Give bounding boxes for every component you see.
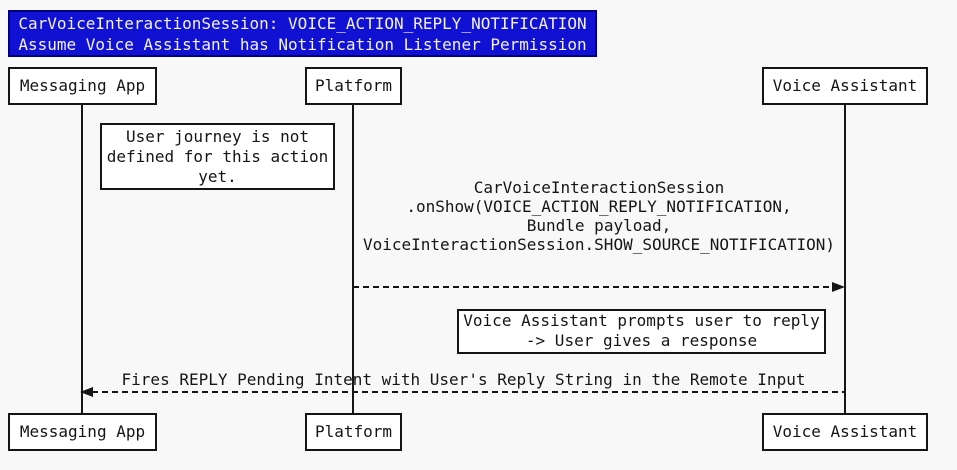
actor-top-messaging-app: Messaging App (8, 67, 157, 105)
note-user-journey: User journey is not defined for this act… (100, 123, 335, 190)
note-line: User journey is not (125, 127, 310, 146)
actor-label: Messaging App (19, 76, 146, 95)
lifeline-messaging-app (81, 103, 83, 415)
note-line: yet. (198, 167, 237, 186)
lifeline-platform (352, 103, 354, 415)
actor-bottom-messaging-app: Messaging App (8, 413, 157, 451)
diagram-title-box: CarVoiceInteractionSession: VOICE_ACTION… (8, 10, 597, 57)
message-line: Bundle payload, (526, 216, 672, 235)
actor-label: Platform (314, 76, 393, 95)
actor-label: Platform (314, 422, 393, 441)
message-line: CarVoiceInteractionSession (473, 178, 725, 197)
actor-label: Voice Assistant (772, 76, 918, 95)
lifeline-voice-assistant (844, 103, 846, 415)
arrowhead-left-icon (80, 387, 93, 397)
message-line: VoiceInteractionSession.SHOW_SOURCE_NOTI… (362, 235, 835, 254)
actor-label: Messaging App (19, 422, 146, 441)
note-line: defined for this action (106, 147, 329, 166)
message-line: Fires REPLY Pending Intent with User's R… (121, 370, 806, 389)
arrowhead-right-icon (832, 282, 845, 292)
diagram-title-line-1: CarVoiceInteractionSession: VOICE_ACTION… (18, 14, 587, 33)
message-reply-intent-arrow (80, 387, 844, 397)
actor-top-platform: Platform (305, 67, 402, 105)
actor-top-voice-assistant: Voice Assistant (762, 67, 928, 105)
message-line: .onShow(VOICE_ACTION_REPLY_NOTIFICATION, (406, 197, 792, 216)
note-line: Voice Assistant prompts user to reply (463, 311, 820, 330)
diagram-title-line-2: Assume Voice Assistant has Notification … (18, 35, 587, 54)
actor-bottom-voice-assistant: Voice Assistant (762, 413, 928, 451)
actor-label: Voice Assistant (772, 422, 918, 441)
message-onshow-text: CarVoiceInteractionSession .onShow(VOICE… (353, 178, 845, 254)
note-line: -> User gives a response (525, 331, 758, 350)
message-onshow-arrow (353, 282, 845, 292)
message-reply-intent-text: Fires REPLY Pending Intent with User's R… (92, 370, 835, 389)
actor-bottom-platform: Platform (305, 413, 402, 451)
note-voice-assistant-prompt: Voice Assistant prompts user to reply ->… (457, 309, 826, 354)
